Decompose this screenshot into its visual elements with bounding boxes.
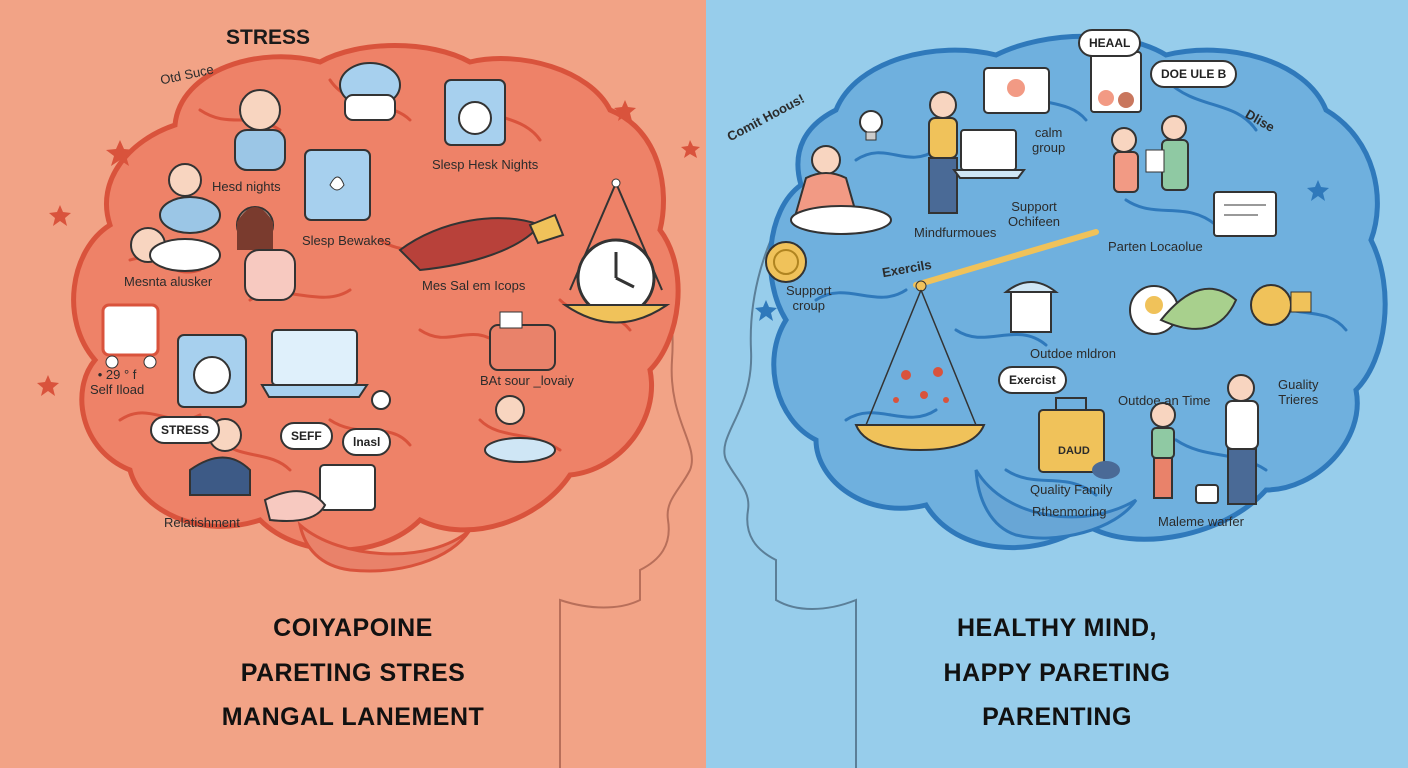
lightbulb-icon (859, 110, 883, 141)
label-outdoor-mldron: Outdoe mldron (1030, 346, 1116, 361)
handbag-icon (489, 311, 556, 371)
toddler-icon (484, 395, 556, 463)
baby-icon (159, 163, 221, 234)
monitor-icon (1213, 191, 1277, 237)
family-poster-icon (1090, 51, 1142, 113)
balance-scale-icon (854, 229, 1099, 452)
label-self-iload: • 29 ° f Self Iload (90, 367, 145, 397)
label-mindfulness: Mindfurmoues (914, 225, 997, 240)
coin-icon (765, 241, 807, 283)
video-call-icon (983, 67, 1050, 114)
sleeping-baby-icon (130, 227, 221, 272)
label-sleep-bewakes: Slesp Bewakes (302, 233, 391, 248)
exercist-speech-bubble: Exercist (998, 366, 1067, 394)
child-icon (1150, 402, 1176, 499)
teddy-icon (1250, 284, 1312, 326)
stroller-icon (101, 303, 160, 369)
healthy-panel: Comit Hoous! calm group Dlise Mindfurmou… (706, 0, 1408, 768)
meditating-person-icon (790, 145, 892, 235)
label-mes-sal: Mes Sal em Icops (422, 278, 526, 293)
mother-icon (236, 206, 296, 301)
cerebellum (297, 520, 472, 573)
healthy-brain-illustration (723, 33, 1388, 768)
dryer-icon (177, 334, 247, 408)
coffee-cup-icon (1195, 484, 1219, 504)
right-caption-line-1: HEALTHY MIND, (956, 614, 1158, 642)
left-caption-line-2: PARETING STRES (240, 659, 466, 687)
dand-bag-label: DAUD (1058, 445, 1090, 457)
stress-speech-bubble: STRESS (150, 416, 221, 444)
heaal-speech-bubble: HEAAL (1078, 29, 1142, 57)
cerebellum (974, 469, 1138, 540)
label-bat-sour: BAt sour _lovaiy (480, 373, 574, 388)
standing-man-icon (928, 91, 958, 214)
seff-speech-bubble: SEFF (280, 422, 333, 450)
label-parten-locaolue: Parten Locaolue (1108, 239, 1203, 254)
label-quality-trieres: Guality Trieres (1278, 377, 1319, 407)
left-caption-line-3: MANGAL LANEMENT (221, 703, 485, 731)
laptop-icon (952, 129, 1026, 179)
pavilion-icon (1003, 281, 1059, 333)
label-outdoor-time: Outdoe an Time (1118, 393, 1211, 408)
label-hesd-nights: Hesd nights (212, 179, 281, 194)
bird-icon (1092, 461, 1120, 479)
clipboard-icon (263, 464, 376, 522)
right-caption-line-3: PARENTING (982, 703, 1132, 731)
left-caption-line-1: COIYAPOINE (273, 614, 433, 642)
laptop-icon (260, 329, 369, 398)
label-mesnta-alusker: Mesnta alusker (124, 274, 213, 289)
alarm-clock-icon (561, 178, 671, 324)
brain-folds (814, 78, 1348, 497)
pills-icon (339, 62, 401, 121)
crying-baby-icon (234, 89, 286, 171)
stress-title: STRESS (226, 26, 311, 49)
scarf-icon (398, 213, 565, 272)
label-quality-family: Quality Family (1030, 482, 1113, 497)
father-icon (1225, 374, 1259, 505)
leaf-icon (1159, 287, 1238, 330)
right-caption-line-2: HAPPY PARETING (943, 659, 1171, 687)
label-remembering: Rthenmoring (1032, 504, 1107, 519)
label-support-group: Support croup (786, 283, 832, 313)
calm-stars (755, 180, 1329, 321)
stressed-brain-illustration (37, 43, 700, 768)
washing-machine-icon (444, 79, 506, 146)
box-icon (304, 149, 371, 221)
stress-stars (37, 100, 700, 396)
label-sleep-hesk: Slesp Hesk Nights (432, 157, 539, 172)
doe-ule-speech-bubble: DOE ULE B (1150, 60, 1238, 88)
stress-panel: STRESS Otd Suce Slesp Hesk Nights Hesd n… (0, 0, 706, 768)
label-maleme-warfer: Maleme warfer (1158, 514, 1244, 529)
ball-icon (371, 390, 391, 410)
woman-phone-icon (189, 418, 251, 496)
shopping-bag-icon (1038, 397, 1105, 473)
label-relatishment: Relatishment (164, 515, 240, 530)
label-calm-group: calm group (1032, 125, 1066, 155)
lnasl-speech-bubble: lnasl (342, 428, 392, 456)
label-support-children: Support Ochifeen (1008, 199, 1061, 229)
parents-reading-icon (1111, 115, 1189, 193)
